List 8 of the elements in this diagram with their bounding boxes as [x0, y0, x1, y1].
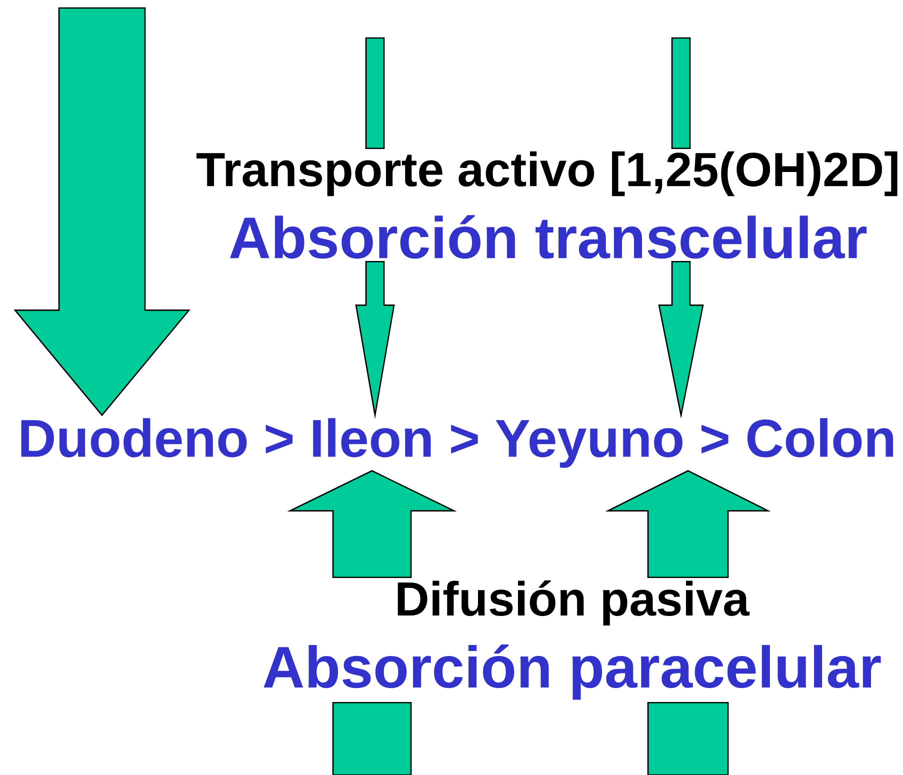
text-label: Transporte activo [1,25(OH)2D] Absorción transcelular — [196, 151, 898, 259]
block-arrow — [658, 260, 704, 419]
text-label: Duodeno > Ileon > Yeyuno > Colon — [21, 418, 894, 468]
block-arrow — [355, 260, 395, 420]
block-arrow — [14, 7, 190, 416]
block-arrow — [605, 470, 771, 578]
block-arrow — [287, 470, 457, 578]
text-label: Difusión pasiva Absorción paracelular — [264, 580, 881, 700]
